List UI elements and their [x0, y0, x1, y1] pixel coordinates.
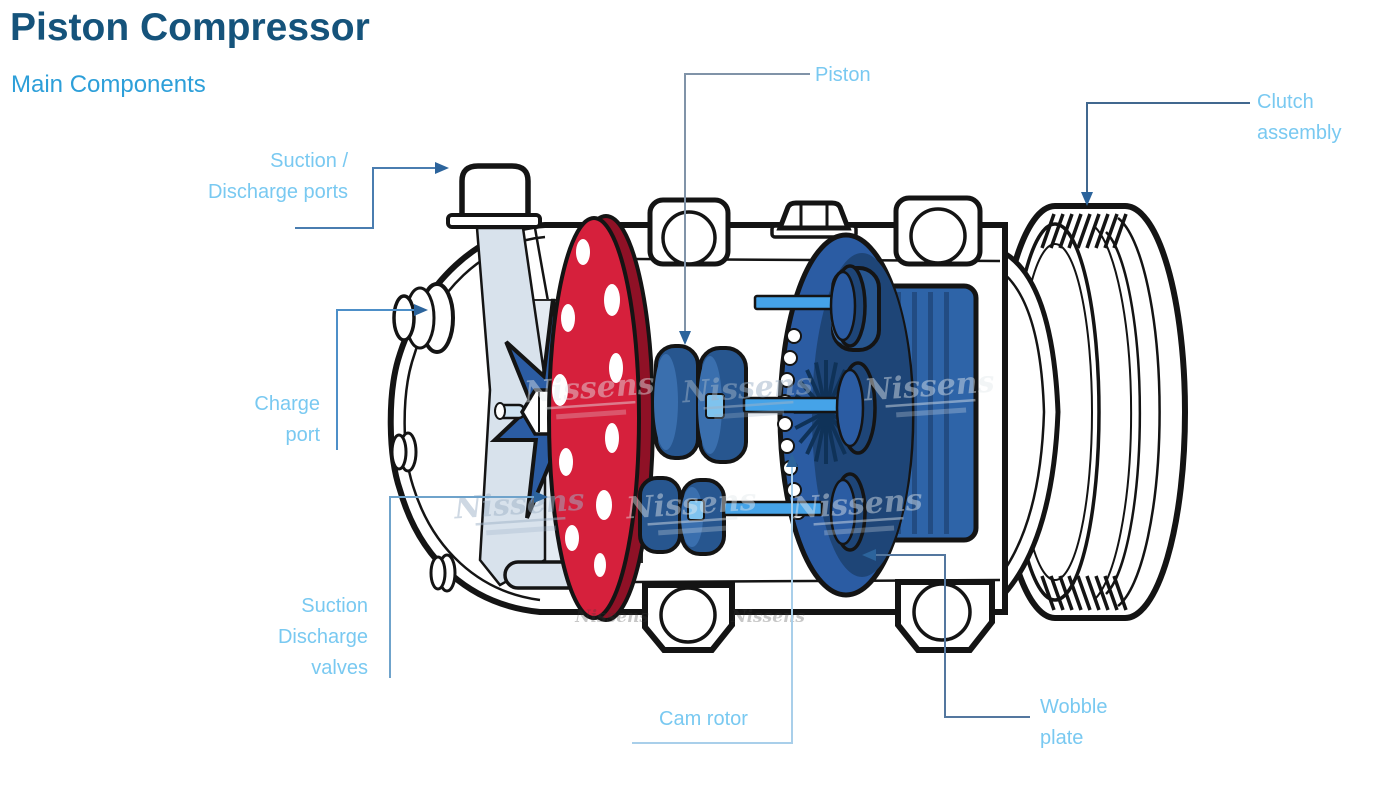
- wobble-arrow-icon: [862, 549, 876, 561]
- ports-arrow-icon: [435, 162, 449, 174]
- clutch-arrow-icon: [1081, 192, 1093, 206]
- page-title: Piston Compressor: [10, 6, 370, 49]
- page-subtitle: Main Components: [11, 71, 206, 98]
- wobble-hubs: [829, 264, 877, 552]
- piston-arrow-icon: [679, 331, 691, 345]
- ports-leader-line: [295, 167, 436, 229]
- label-suction-discharge-ports: Suction / Discharge ports: [207, 150, 348, 203]
- charge-port-drawing: [390, 282, 457, 593]
- hex-nut: [776, 200, 852, 231]
- label-clutch-assembly: Clutch assembly: [1257, 91, 1342, 144]
- valves-arrow-icon: [534, 491, 548, 503]
- suction-discharge-port-drawing: [446, 163, 542, 229]
- charge-port-leader-line: [336, 309, 415, 450]
- label-piston: Piston: [815, 64, 871, 86]
- label-suction-discharge-valves: Suction Discharge valves: [277, 595, 368, 679]
- clutch-ribs-bottom: [1040, 575, 1128, 611]
- label-cam-rotor: Cam rotor: [659, 708, 748, 730]
- label-wobble-plate: Wobble plate: [1040, 696, 1108, 749]
- valve-plate-drawing: [547, 214, 655, 622]
- clutch-ribs-top: [1040, 213, 1128, 249]
- cam-rotor-arrow-icon: [786, 453, 798, 467]
- watermark-text: Nissens: [730, 607, 805, 627]
- label-charge-port: Charge port: [254, 393, 320, 446]
- valves-leader-line: [389, 496, 535, 678]
- wobble-leader-line: [875, 554, 1030, 718]
- mounting-lugs-top: [647, 195, 983, 267]
- clutch-leader-line: [1086, 102, 1250, 194]
- piston-leader-line: [684, 73, 810, 333]
- watermarks: Nissens Nissens Nissens Nissens Nissens …: [452, 365, 996, 627]
- charge-port-arrow-icon: [414, 304, 428, 316]
- watermark-text: Nissens: [574, 607, 649, 627]
- callout-lines: [295, 73, 1250, 744]
- cam-rotor-leader-line: [632, 465, 793, 744]
